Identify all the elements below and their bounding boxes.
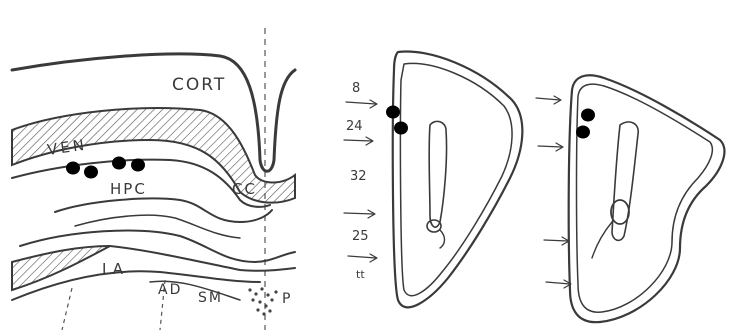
arrow: [538, 143, 563, 151]
arrow: [346, 100, 377, 108]
middle-section-inner: [400, 63, 512, 295]
left-panel: CORT VEN HPC CC LA AD SM P: [12, 28, 295, 330]
dotted-bundle: [248, 287, 277, 315]
middle-ventricle: [429, 121, 446, 227]
arrow: [546, 280, 571, 288]
marker-dot: [581, 109, 595, 122]
arrow: [348, 254, 377, 262]
label-ad: AD: [158, 282, 182, 298]
area-label: tt: [356, 268, 365, 281]
right-panel: [536, 75, 724, 322]
area-label: 25: [352, 229, 369, 244]
arrow: [544, 237, 569, 245]
marker-dot: [131, 159, 145, 172]
area-label: 24: [346, 119, 363, 134]
marker-dot: [386, 106, 400, 119]
middle-section-outline: [393, 51, 523, 307]
label-sm: SM: [198, 290, 223, 306]
fiber-dashed-1: [62, 288, 72, 330]
area-label: 8: [352, 81, 360, 96]
middle-panel: 8 24 32 25 tt: [344, 51, 522, 307]
label-p: P: [282, 291, 290, 307]
arrow: [536, 96, 561, 104]
marker-dot: [576, 126, 590, 139]
hippocampus-inner: [75, 215, 240, 238]
middle-loop-tail: [440, 230, 445, 248]
label-cc: CC: [232, 180, 257, 198]
area-label: 32: [350, 169, 367, 184]
marker-dot: [66, 162, 80, 175]
label-hpc: HPC: [110, 180, 147, 198]
marker-dot: [394, 122, 408, 135]
right-section-inner: [577, 84, 713, 312]
marker-dot: [112, 157, 126, 170]
marker-dot: [84, 166, 98, 179]
arrow: [344, 210, 375, 218]
arrow: [344, 137, 373, 145]
hippocampus-outline: [55, 199, 272, 223]
right-loop-tail: [592, 222, 612, 258]
lower-structure-line-1: [110, 246, 295, 271]
label-la: LA: [102, 260, 125, 278]
label-cort: CORT: [172, 75, 226, 95]
